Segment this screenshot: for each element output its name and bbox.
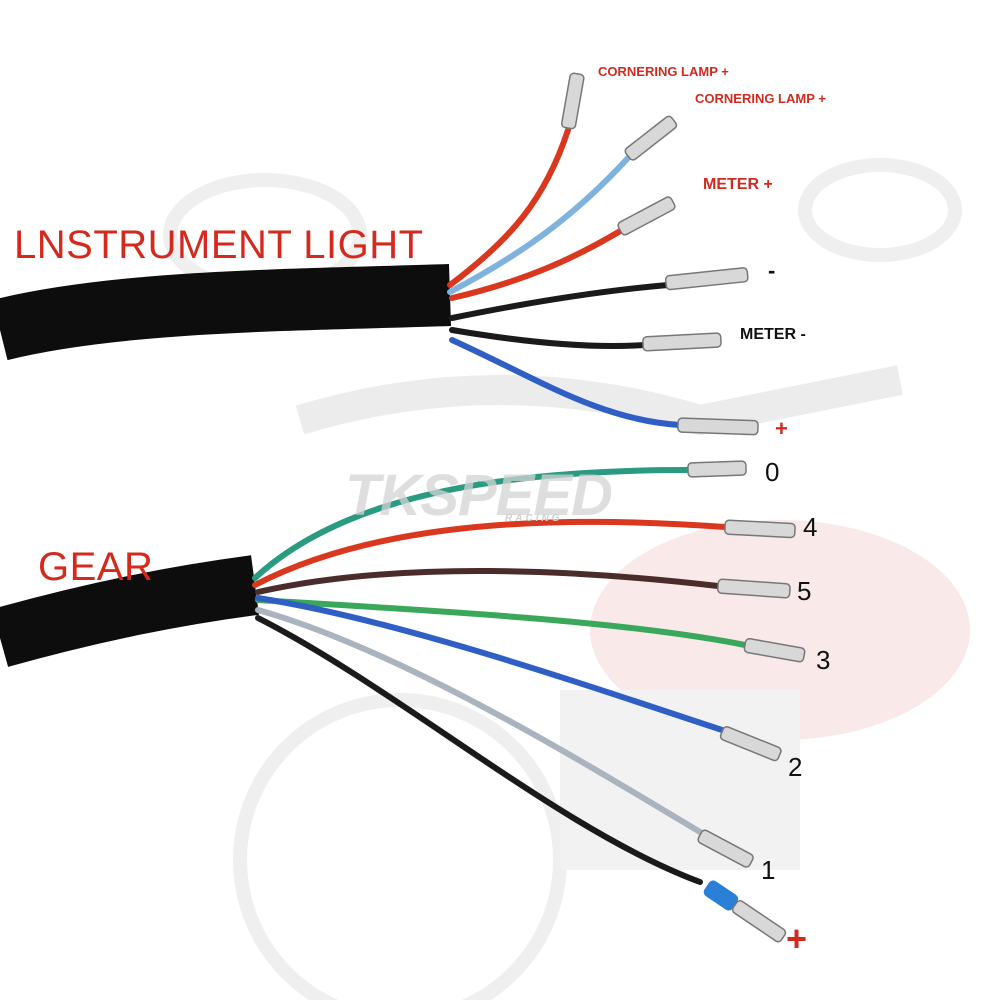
wire-cornering-lightblue xyxy=(447,155,631,295)
terminal-meter-plus-body xyxy=(617,196,676,236)
wire-gear-4 xyxy=(252,518,728,588)
mirror-shape-right xyxy=(798,158,962,262)
wire-gear-plus xyxy=(255,615,703,885)
terminal-cornering-lightblue xyxy=(624,115,678,161)
label-meter-plus: METER + xyxy=(703,176,773,193)
terminal-gear-0 xyxy=(687,460,747,478)
wire-cornering-red xyxy=(447,127,571,288)
terminal-gear-5-body xyxy=(717,578,791,599)
terminal-gear-3-body xyxy=(743,637,806,663)
terminal-gear-1-body xyxy=(697,829,754,868)
terminal-cornering-lightblue-body xyxy=(624,115,678,161)
terminal-cornering-red xyxy=(560,72,585,130)
wheel-shape xyxy=(233,693,567,1000)
engine-shape xyxy=(560,690,800,870)
terminal-gear-3 xyxy=(743,637,806,663)
label-meter-minus: METER - xyxy=(740,326,806,343)
tank-shape xyxy=(590,520,970,740)
handlebar-shape xyxy=(295,365,903,436)
terminal-instrument-plus-body xyxy=(677,417,759,436)
terminal-meter-minus-body xyxy=(642,332,722,352)
terminal-gear-4-body xyxy=(724,519,796,539)
terminal-gear-0-body xyxy=(687,460,747,478)
terminal-gear-4 xyxy=(724,519,796,539)
wires-layer xyxy=(0,72,806,943)
wire-meter-plus-red xyxy=(449,227,625,301)
watermark-brand: TKSPEED xyxy=(345,463,613,528)
gear-cable-sheath xyxy=(0,555,259,667)
terminal-meter-plus xyxy=(617,196,676,236)
terminal-gear-plus-sleeve xyxy=(703,880,739,911)
wire-gear-2 xyxy=(255,595,725,733)
terminal-minus xyxy=(664,267,749,291)
instrument-cable-sheath xyxy=(0,264,452,361)
label-gear-3: 3 xyxy=(816,645,831,675)
terminal-instrument-plus xyxy=(677,417,759,436)
terminal-gear-5 xyxy=(717,578,791,599)
terminal-meter-minus xyxy=(642,332,722,352)
terminal-minus-body xyxy=(664,267,749,291)
label-gear-1: 1 xyxy=(761,855,776,885)
wire-meter-minus-black xyxy=(449,327,648,350)
gear-title: GEAR xyxy=(38,545,154,589)
label-gear-plus: + xyxy=(786,918,808,959)
terminal-gear-1 xyxy=(697,829,754,868)
label-gear-4: 4 xyxy=(803,512,818,542)
instrument-light-title: LNSTRUMENT LIGHT xyxy=(14,223,424,267)
terminal-gear-2-body xyxy=(719,725,782,762)
label-cornering-lamp-plus-1: CORNERING LAMP + xyxy=(598,64,729,79)
label-cornering-lamp-plus-2: CORNERING LAMP + xyxy=(695,91,826,106)
watermark-sub: RACING xyxy=(505,513,563,524)
wire-instrument-plus-blue xyxy=(449,337,683,428)
wire-gear-5 xyxy=(255,568,721,595)
wire-minus-black xyxy=(449,282,671,321)
terminal-gear-2 xyxy=(719,725,782,762)
label-gear-0: 0 xyxy=(765,457,780,487)
terminal-gear-plus xyxy=(703,880,787,943)
label-gear-5: 5 xyxy=(797,576,812,606)
label-instrument-plus: + xyxy=(775,416,788,441)
wire-gear-1 xyxy=(255,607,703,835)
label-minus: - xyxy=(768,258,776,283)
terminal-cornering-red-body xyxy=(560,72,585,130)
wire-gear-3 xyxy=(255,597,748,648)
terminal-gear-plus-body xyxy=(731,899,787,943)
label-gear-2: 2 xyxy=(788,752,803,782)
wire-gear-0 xyxy=(252,467,691,581)
